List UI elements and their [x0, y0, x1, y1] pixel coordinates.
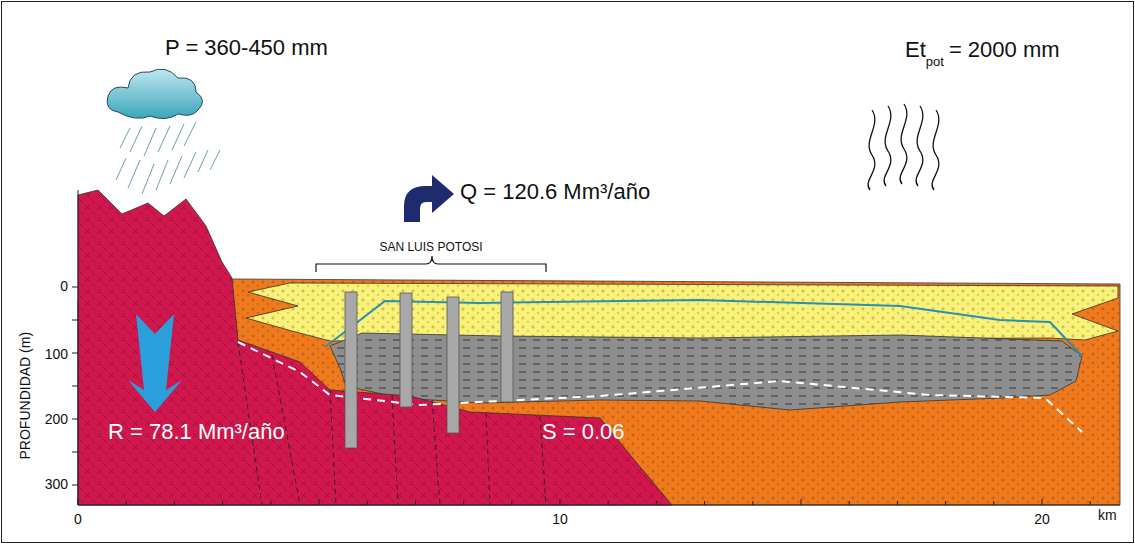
alluvium-unit	[246, 283, 1118, 341]
axis-tick	[72, 320, 78, 321]
distance-tick: 20	[1034, 512, 1050, 527]
axis-tick	[415, 501, 416, 505]
depth-tick: 0	[60, 279, 68, 294]
axis-tick	[897, 501, 898, 505]
axis-tick	[656, 501, 657, 505]
distance-unit: km	[1098, 508, 1117, 523]
axis-tick	[72, 287, 78, 288]
axis-tick	[1042, 499, 1043, 505]
axes	[72, 190, 1120, 505]
distance-tick: 0	[74, 512, 82, 527]
extraction-label: Q = 120.6 Mm³/año	[460, 180, 650, 204]
recharge-arrow	[128, 314, 182, 412]
depth-tick: 200	[45, 412, 68, 427]
volcanic-basement	[78, 190, 672, 505]
extraction-arrow	[404, 175, 454, 222]
precipitation-label: P = 360-450 mm	[165, 36, 328, 60]
rain-lines	[116, 122, 220, 194]
axis-tick	[801, 499, 802, 505]
evaporation-waves	[868, 104, 939, 190]
axis-tick	[945, 501, 946, 505]
axis-tick	[1090, 501, 1091, 505]
evapotranspiration-value: = 2000 mm	[949, 38, 1060, 62]
axis-tick	[463, 501, 464, 505]
depth-tick: 100	[45, 347, 68, 362]
axis-tick	[270, 501, 271, 505]
cloud-symbol	[107, 69, 202, 118]
axis-tick	[72, 386, 78, 387]
subscript-label: pot	[926, 55, 944, 69]
aquifer-boundary	[238, 342, 1082, 432]
clay-lens	[330, 333, 1082, 410]
axis-tick	[174, 501, 175, 505]
water-table	[325, 300, 1082, 356]
axis-tick	[72, 485, 78, 486]
storage-label: S = 0.06	[542, 420, 625, 444]
axis-tick	[222, 501, 223, 505]
axis-tick	[560, 499, 561, 505]
axis-tick	[72, 353, 78, 354]
axis-tick	[608, 501, 609, 505]
wells	[345, 292, 513, 448]
axis-tick	[704, 501, 705, 505]
depth-tick: 300	[45, 477, 68, 492]
axis-tick	[72, 452, 78, 453]
axis-tick	[752, 501, 753, 505]
axis-tick	[993, 501, 994, 505]
city-label: SAN LUIS POTOSI	[379, 241, 482, 254]
axis-tick	[511, 501, 512, 505]
axis-title: PROFUNDIDAD (m)	[18, 332, 33, 460]
evapotranspiration-label: Et	[905, 38, 926, 62]
recharge-label: R = 78.1 Mm³/año	[108, 420, 285, 444]
axis-tick	[126, 501, 127, 505]
axis-tick	[319, 499, 320, 505]
axis-tick	[72, 419, 78, 420]
distance-tick: 10	[552, 512, 568, 527]
axis-tick	[849, 501, 850, 505]
axis-tick	[78, 499, 79, 505]
city-bracket	[316, 256, 546, 272]
axis-tick	[367, 501, 368, 505]
